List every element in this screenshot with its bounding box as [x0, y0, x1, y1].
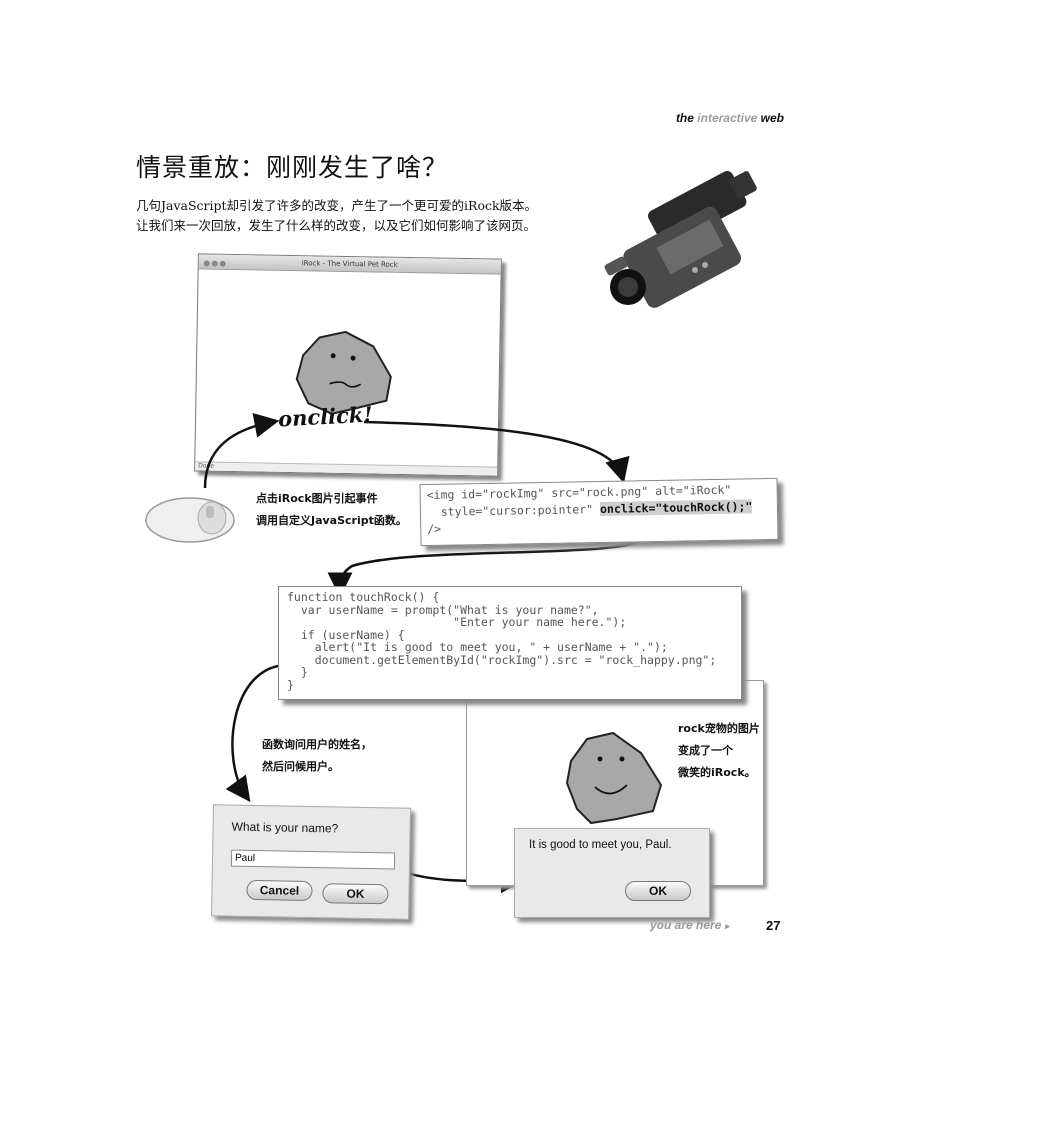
prompt-dialog: What is your name? Cancel OK	[211, 804, 411, 920]
function-line-6: document.getElementById("rockImg").src =…	[287, 652, 717, 667]
function-line-5: alert("It is good to meet you, " + userN…	[287, 640, 668, 654]
rock-note-line-3: 微笑的iRock。	[678, 766, 756, 779]
running-head: the interactive web	[600, 111, 784, 125]
you-are-here-text: you are here	[650, 918, 722, 932]
mouse-note-line-1: 点击iRock图片引起事件	[256, 492, 378, 505]
function-note: 函数询问用户的姓名， 然后问候用户。	[262, 734, 372, 778]
function-line-3: "Enter your name here.");	[287, 615, 627, 629]
rock-note: rock宠物的图片 变成了一个 微笑的iRock。	[678, 718, 760, 784]
page-number: 27	[766, 918, 781, 933]
function-line-7: }	[287, 665, 308, 679]
intro-line-1: 几句JavaScript却引发了许多的改变，产生了一个更可爱的iRock版本。	[136, 198, 538, 213]
cancel-button[interactable]: Cancel	[246, 879, 313, 902]
name-input[interactable]	[230, 849, 396, 870]
prompt-ok-button[interactable]: OK	[322, 883, 389, 905]
rock-image[interactable]	[195, 269, 500, 464]
img-tag-code: <img id="rockImg" src="rock.png" alt="iR…	[419, 477, 779, 547]
function-note-line-2: 然后问候用户。	[262, 760, 339, 773]
mouse-icon	[145, 497, 235, 543]
function-note-line-1: 函数询问用户的姓名，	[262, 738, 372, 751]
onclick-attribute: onclick="touchRock();"	[599, 499, 753, 516]
camcorder-icon	[604, 170, 757, 308]
img-code-line-3: />	[427, 521, 442, 536]
function-line-8: }	[287, 677, 294, 692]
alert-dialog: It is good to meet you, Paul. OK	[514, 828, 710, 918]
function-line-2: var userName = prompt("What is your name…	[287, 602, 599, 617]
running-head-the: the	[675, 111, 694, 125]
arrow-onclick-to-code	[363, 420, 630, 484]
you-are-here: you are here ▸	[650, 918, 729, 932]
mouse-note: 点击iRock图片引起事件 调用自定义JavaScript函数。	[256, 488, 407, 532]
function-line-1: function touchRock() {	[287, 590, 440, 604]
running-head-web: web	[760, 111, 784, 125]
alert-message: It is good to meet you, Paul.	[529, 839, 672, 851]
img-code-line-2: style="cursor:pointer"	[426, 501, 601, 520]
running-head-interactive: interactive	[697, 111, 758, 125]
page-title: 情景重放：刚刚发生了啥？	[136, 153, 449, 182]
browser-window: iRock - The Virtual Pet Rock Done	[194, 253, 502, 477]
function-code: function touchRock() { var userName = pr…	[278, 586, 742, 700]
result-window	[466, 680, 764, 886]
arrow-function-to-prompt	[225, 663, 289, 803]
triangle-right-icon: ▸	[724, 921, 730, 931]
rock-note-line-1: rock宠物的图片	[678, 722, 760, 735]
function-line-4: if (userName) {	[287, 627, 405, 642]
rock-note-line-2: 变成了一个	[678, 744, 733, 757]
happy-rock-image	[565, 731, 663, 825]
mouse-note-line-2: 调用自定义JavaScript函数。	[256, 514, 407, 527]
intro-line-2: 让我们来一次回放，发生了什么样的改变，以及它们如何影响了该网页。	[136, 218, 537, 233]
arrow-code-to-function	[327, 535, 647, 598]
arrow-mouse-to-rock	[203, 413, 280, 489]
img-code-line-1: <img id="rockImg" src="rock.png" alt="iR…	[426, 482, 732, 503]
alert-ok-button[interactable]: OK	[625, 881, 691, 901]
prompt-question: What is your name?	[231, 819, 339, 836]
